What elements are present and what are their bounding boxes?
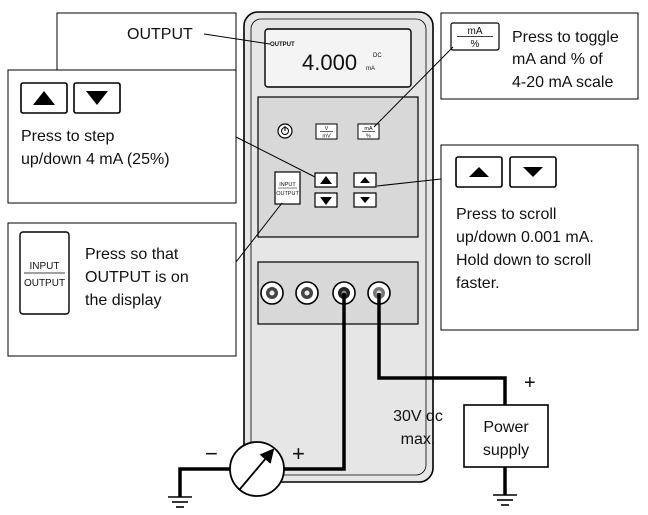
input-output-callout: INPUT OUTPUT Press so that OUTPUT is on … [7, 202, 283, 357]
triangle-up-icon [33, 91, 55, 105]
v-key-bottom: mV [322, 134, 331, 140]
scroll-text-1: Press to scroll [456, 206, 556, 223]
supply-text-1: Power [483, 419, 529, 436]
io-icon-output: OUTPUT [24, 278, 65, 289]
ground-left-icon [168, 496, 192, 508]
io-leader-line [235, 202, 283, 263]
io-icon-key: INPUT OUTPUT [19, 231, 70, 315]
meter-minus-sign: − [205, 441, 218, 466]
io-icon-input: INPUT [30, 261, 60, 272]
input-output-key[interactable]: INPUT OUTPUT [274, 171, 301, 205]
step-leader-line [235, 136, 316, 178]
ma-key-top: mA [364, 126, 373, 132]
step-text-2: up/down 4 mA (25%) [21, 151, 170, 168]
scroll-text-4: faster. [456, 275, 500, 292]
io-text-1: Press so that [85, 246, 179, 263]
toggle-text-3: 4-20 mA scale [512, 74, 613, 91]
meter-plus-sign: + [292, 441, 305, 466]
jack-3[interactable] [332, 281, 356, 305]
display-reading: 4.000 [302, 50, 357, 75]
ma-percent-key[interactable]: mA % [357, 123, 380, 140]
output-callout-label: OUTPUT [127, 26, 193, 43]
scroll-leader-line [376, 178, 442, 187]
toggle-icon-bottom: % [471, 39, 480, 50]
small-triangle-up-icon [469, 167, 489, 177]
io-text-2: OUTPUT is on [85, 269, 189, 286]
output-callout: OUTPUT [56, 12, 271, 71]
voltage-note-2: max. [401, 431, 436, 448]
scroll-text-3: Hold down to scroll [456, 252, 591, 269]
step-up-key[interactable] [314, 172, 338, 188]
output-leader-line [203, 33, 271, 45]
small-triangle-down-icon [360, 197, 370, 203]
v-key-top: V [325, 126, 329, 132]
scroll-down-key[interactable] [353, 192, 377, 208]
step-down-key[interactable] [314, 192, 338, 208]
step-callout: Press to step up/down 4 mA (25%) [7, 69, 316, 204]
scroll-up-key[interactable] [353, 172, 377, 188]
scroll-down-icon-key [509, 156, 557, 188]
display-mode-label: OUTPUT [270, 42, 295, 48]
step-text-1: Press to step [21, 128, 114, 145]
toggle-text-1: Press to toggle [512, 29, 619, 46]
scroll-text-2: up/down 0.001 mA. [456, 229, 594, 246]
voltage-note-1: 30V dc [393, 408, 443, 425]
triangle-down-icon [86, 91, 108, 105]
toggle-text-2: mA and % of [512, 51, 603, 68]
small-triangle-down-icon [523, 167, 543, 177]
toggle-leader-line [373, 46, 454, 128]
supply-text-2: supply [483, 442, 529, 459]
scroll-up-icon-key [455, 156, 503, 188]
triangle-up-icon [320, 176, 332, 184]
toggle-icon-top: mA [468, 26, 483, 37]
step-down-icon-key [73, 82, 121, 114]
small-triangle-up-icon [360, 177, 370, 183]
power-button[interactable] [277, 123, 293, 139]
supply-plus-sign: + [524, 372, 536, 394]
jack-2[interactable] [295, 281, 319, 305]
ma-key-bottom: % [366, 134, 371, 140]
meter-needle-icon [239, 448, 275, 490]
lcd-display: OUTPUT 4.000 mA DC [264, 28, 412, 88]
v-mv-key[interactable]: V mV [315, 123, 338, 140]
io-key-input: INPUT [279, 182, 296, 188]
jack-1[interactable] [260, 281, 284, 305]
triangle-down-icon [320, 197, 332, 205]
io-text-3: the display [85, 292, 162, 309]
ground-right-icon [493, 494, 517, 506]
step-up-icon-key [20, 82, 68, 114]
toggle-callout: mA % Press to toggle mA and % of 4-20 mA… [373, 12, 639, 128]
scroll-callout: Press to scroll up/down 0.001 mA. Hold d… [376, 144, 639, 331]
current-meter [229, 441, 285, 497]
toggle-callout-key-icon: mA % [450, 22, 500, 51]
circuit-wiring [178, 293, 507, 497]
display-unit: mA [366, 66, 375, 72]
display-dc: DC [373, 53, 382, 59]
io-key-output: OUTPUT [276, 191, 299, 197]
power-supply: Power supply [463, 404, 549, 468]
keypad-panel [257, 96, 419, 238]
